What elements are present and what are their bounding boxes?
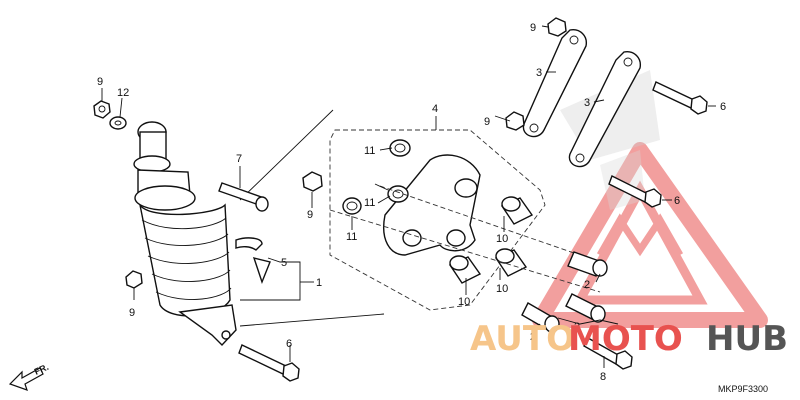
bolt-part — [583, 337, 633, 370]
callout-11: 11 — [364, 145, 375, 157]
bolt-part — [608, 175, 662, 208]
dust-seal — [342, 197, 362, 215]
shock-arm-rod — [568, 51, 641, 168]
nut-part — [125, 270, 143, 289]
watermark-moto: MOTO — [568, 319, 683, 359]
needle-bearing — [500, 196, 534, 225]
washer-part — [109, 116, 127, 130]
callout-10: 10 — [458, 296, 470, 308]
watermark-hub: HUB — [706, 319, 788, 359]
callout-11: 11 — [364, 197, 375, 209]
callout-1: 1 — [316, 277, 322, 289]
brand-watermark-triangle — [532, 142, 768, 328]
callout-6: 6 — [286, 338, 292, 350]
leader-line — [239, 313, 385, 327]
callout-5: 5 — [281, 257, 287, 269]
callout-7: 7 — [236, 153, 242, 165]
callout-6: 6 — [720, 101, 726, 113]
callout-4: 4 — [432, 103, 438, 115]
shock-link — [383, 154, 481, 256]
callout-10: 10 — [496, 233, 508, 245]
callout-leaders — [101, 25, 716, 368]
callout-9: 9 — [97, 76, 103, 88]
nut-part — [547, 17, 567, 37]
callout-8: 8 — [600, 371, 606, 383]
front-direction-arrow: FR. — [8, 362, 50, 391]
callout-10: 10 — [496, 283, 508, 295]
callout-11: 11 — [346, 231, 357, 243]
callout-3: 3 — [584, 97, 590, 109]
callout-9: 9 — [484, 116, 490, 128]
callout-9: 9 — [530, 22, 536, 34]
axis-line — [379, 185, 601, 263]
nut-part — [93, 100, 111, 119]
callout-12: 12 — [117, 87, 129, 99]
bolt-part — [218, 182, 269, 212]
callout-9: 9 — [129, 307, 135, 319]
callout-6: 6 — [674, 195, 680, 207]
dust-seal — [387, 185, 409, 203]
callout-3: 3 — [536, 67, 542, 79]
callout-labels: 9 12 7 9 5 1 9 6 4 11 11 11 10 10 10 10 … — [97, 22, 726, 383]
leader-line — [239, 109, 334, 201]
bolt-part — [652, 81, 708, 115]
spring-clip — [235, 237, 263, 251]
axis-line — [329, 209, 601, 293]
needle-bearing — [448, 255, 482, 284]
collar-part — [565, 293, 606, 323]
nut-part — [302, 171, 323, 192]
callout-2: 2 — [530, 331, 536, 343]
spring-clip — [252, 257, 271, 285]
collar-part — [521, 302, 560, 333]
needle-bearing — [494, 248, 528, 277]
dust-seal — [389, 139, 411, 157]
callout-2: 2 — [574, 321, 580, 333]
shock-arm-rod — [522, 29, 587, 138]
front-direction-label: FR. — [33, 362, 50, 377]
watermark-auto: AUTO — [470, 319, 575, 359]
nut-part — [505, 111, 525, 131]
assembly-outline — [329, 129, 546, 311]
collar-part — [567, 251, 608, 277]
bolt-part — [238, 344, 300, 382]
brand-watermark-text: AUTO MOTO HUB — [470, 319, 788, 359]
callout-2: 2 — [584, 279, 590, 291]
rear-shock-absorber — [133, 121, 237, 347]
diagram-code: MKP9F3300 — [718, 384, 768, 394]
callout-9: 9 — [307, 209, 313, 221]
